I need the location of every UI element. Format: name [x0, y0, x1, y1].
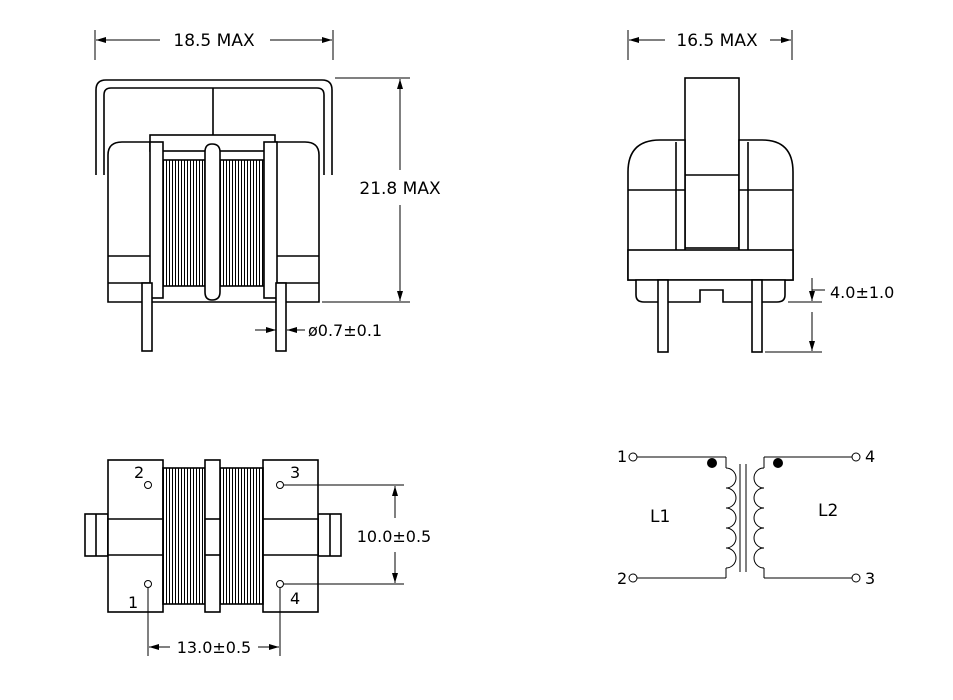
side-view: 16.5 MAX 4.0±1.0: [627, 30, 894, 353]
side-width-label: 16.5 MAX: [676, 31, 758, 51]
pin-hole-1: [144, 580, 152, 588]
bottom-pin-1-label: 1: [128, 593, 138, 612]
pin-hole-2: [144, 481, 152, 489]
schematic-pin-2-label: 2: [617, 569, 627, 588]
pin-spacing-horizontal-label: 13.0±0.5: [177, 638, 251, 657]
bottom-pin-3-label: 3: [290, 463, 300, 482]
schematic: 1 2 4 3 L1 L2: [617, 447, 875, 588]
front-view: 18.5 MAX 21.8 MAX ø0.7±0.1: [94, 30, 441, 352]
pin-hole-3: [276, 481, 284, 489]
schematic-pin-2-terminal: [628, 573, 638, 583]
pin-hole-4: [276, 580, 284, 588]
bottom-view: 2 1 3 4 10.0±0.5 13.0±0.5: [84, 459, 431, 657]
schematic-pin-4-label: 4: [865, 447, 875, 466]
bottom-pin-2-label: 2: [134, 463, 144, 482]
pin-diameter-label: ø0.7±0.1: [308, 321, 382, 340]
coil-l2-label: L2: [818, 501, 838, 521]
schematic-pin-4-terminal: [851, 452, 861, 462]
front-height-label: 21.8 MAX: [359, 179, 441, 199]
schematic-pin-1-terminal: [628, 452, 638, 462]
bottom-pin-4-label: 4: [290, 589, 300, 608]
schematic-pin-1-label: 1: [617, 447, 627, 466]
pin-spacing-vertical-label: 10.0±0.5: [357, 527, 431, 546]
front-width-label: 18.5 MAX: [173, 31, 255, 51]
polarity-dot-right: [773, 458, 783, 468]
schematic-pin-3-terminal: [851, 573, 861, 583]
coil-l1-label: L1: [650, 507, 670, 527]
polarity-dot-left: [707, 458, 717, 468]
schematic-pin-3-label: 3: [865, 569, 875, 588]
lead-length-label: 4.0±1.0: [830, 283, 894, 302]
